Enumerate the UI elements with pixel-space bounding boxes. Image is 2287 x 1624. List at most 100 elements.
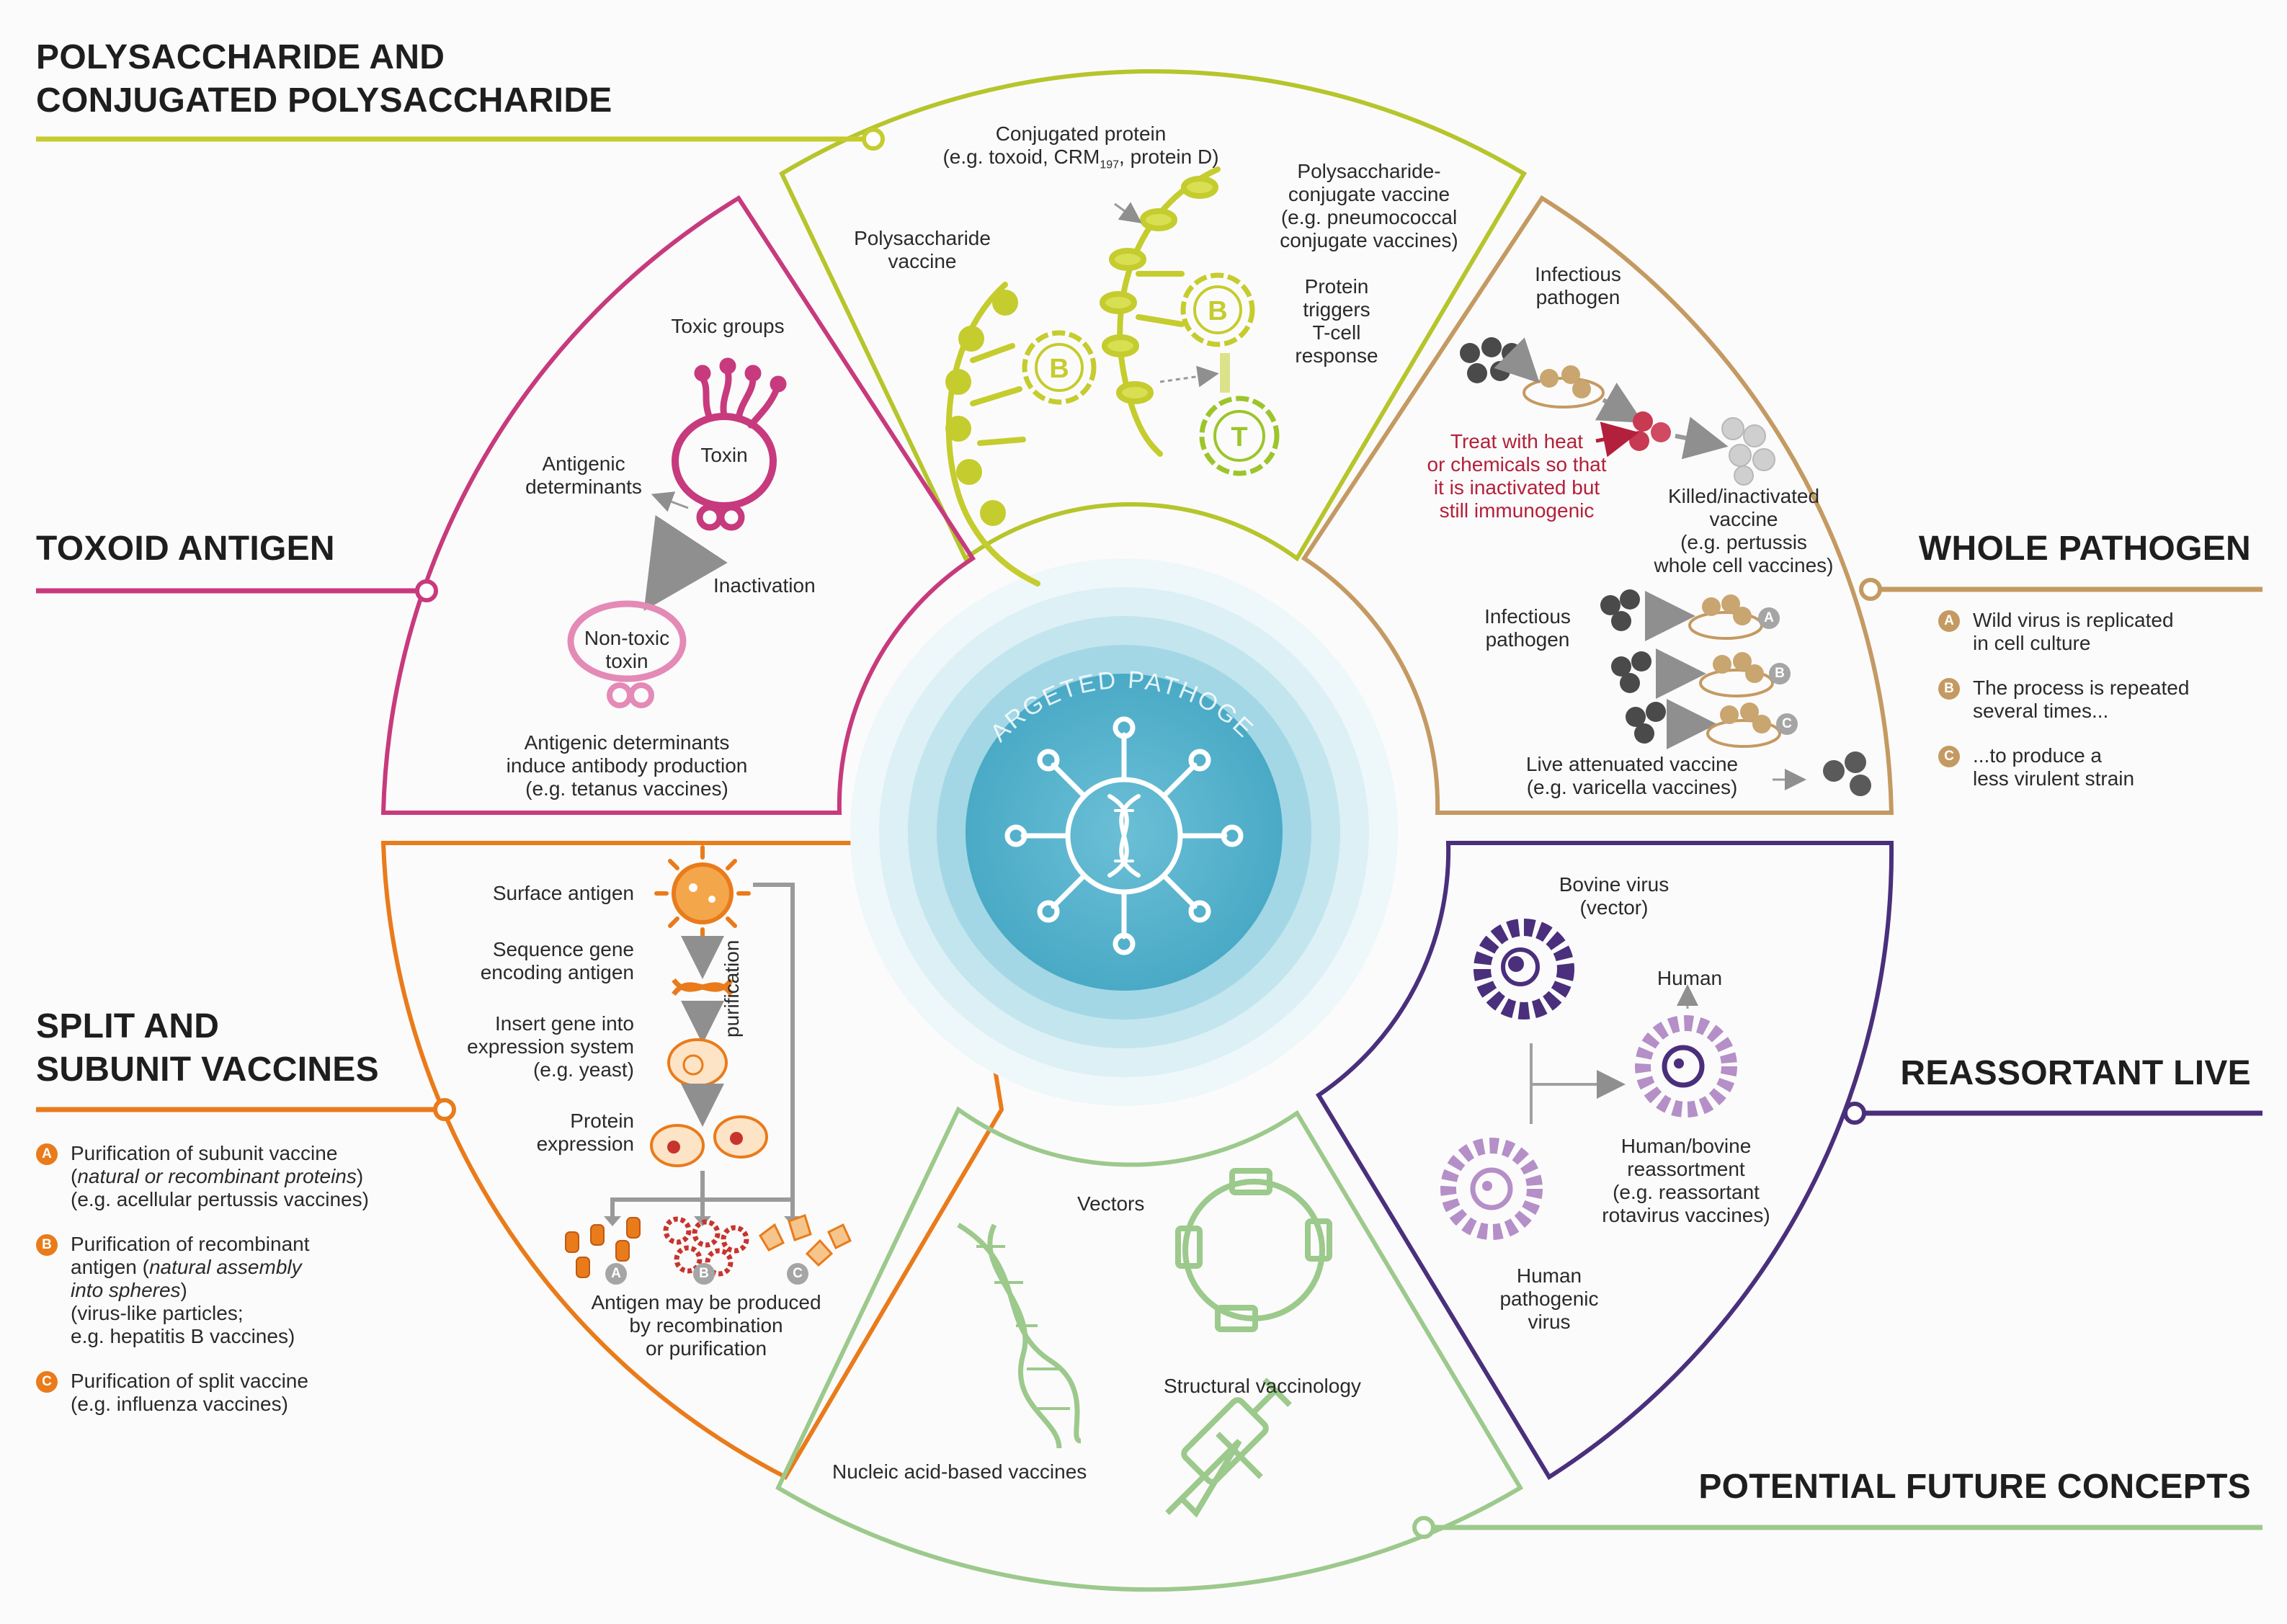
split-b-antigen: antigen ( [71,1256,149,1278]
insert-line3: (e.g. yeast) [532,1058,634,1081]
human-virus-icon [1440,1138,1543,1240]
syringe-icon [1165,1378,1292,1518]
bovine-virus-label: Bovine virus (vector) [1535,873,1693,919]
inactivation-label: Inactivation [713,574,816,597]
toxoid-desc-line1: Antigenic determinants [524,731,730,754]
attenuation-row-c [1626,699,1781,749]
split-list: A Purification of subunit vaccine (natur… [36,1142,440,1437]
infectious2-line1: Infectious [1484,605,1571,628]
non-toxic-toxin-icon [567,600,687,708]
split-c-line2: (e.g. influenza vaccines) [71,1393,288,1415]
antigenic-line2: determinants [525,476,642,498]
live-line2: (e.g. varicella vaccines) [1526,776,1738,798]
subunit-protein-icons [565,1217,641,1278]
whole-a-line2: in cell culture [1973,632,2091,654]
inactivation-arrow [643,514,728,612]
polysaccharide-node [862,128,885,151]
polysaccharide-vaccine-label: Polysaccharide vaccine [821,227,1023,273]
sequence-gene-label: Sequence gene encoding antigen [404,938,634,984]
conjugate-vaccine-label: Polysaccharide- conjugate vaccine (e.g. … [1254,160,1484,252]
toxoid-sector [380,195,976,815]
split-b-close: ) [180,1279,187,1301]
insert-gene-label: Insert gene into expression system (e.g.… [404,1012,634,1081]
split-b-line5: e.g. hepatitis B vaccines) [71,1325,295,1347]
toxoid-description: Antigenic determinants induce antibody p… [447,731,807,800]
vectors-label: Vectors [1077,1192,1145,1215]
killed-line1: Killed/inactivated [1667,485,1820,507]
reassortant-node [1843,1102,1866,1125]
reassortant-virus-icon [1635,1015,1737,1117]
split-list-item-c: C Purification of split vaccine (e.g. in… [36,1370,440,1416]
nucleic-acid-label: Nucleic acid-based vaccines [832,1460,1087,1483]
split-badge-b: B [36,1234,58,1256]
split-list-item-a: A Purification of subunit vaccine (natur… [36,1142,440,1211]
split-step-c-badge: C [787,1263,808,1285]
whole-arrow-1 [1494,337,1540,383]
protein-trigger-line1: Protein [1304,275,1369,298]
whole-b-line1: The process is repeated [1973,677,2190,699]
whole-pathogen-sector [1301,195,1894,815]
protein-trigger-line2: triggers [1303,298,1370,321]
reassortant-sector [1315,841,1894,1481]
antigen-produced-label: Antigen may be produced by recombination… [555,1291,857,1360]
conjugate-chain-icon [1100,166,1221,457]
b-cell-conjugate-icon: B [1180,272,1255,347]
treat-line1: Treat with heat [1450,430,1584,452]
whole-c-line2: less virulent strain [1973,767,2135,790]
reassort-arrows [1530,1043,1614,1124]
hb-line3: (e.g. reassortant [1613,1181,1760,1203]
treat-label: Treat with heat or chemicals so that it … [1398,430,1636,522]
antigenic-line1: Antigenic [542,452,625,475]
dna-icon [957,1223,1082,1449]
whole-badge-b: B [1938,678,1960,700]
vlp-sphere-icons [663,1216,749,1277]
antigenic-pointer [651,491,689,512]
virus-icon [1004,716,1244,955]
hp-line3: virus [1528,1311,1571,1333]
conjugated-protein-label: Conjugated protein (e.g. toxoid, CRM197,… [893,122,1268,177]
crm-subscript: 197 [1100,159,1120,171]
polysaccharide-sector [779,69,1528,562]
future-sector [775,1106,1524,1592]
conj-vaccine-line2: conjugate vaccine [1288,183,1450,205]
killed-pathogen-icon [1721,417,1775,486]
split-b-italic2: into spheres [71,1279,181,1301]
step-a-badge: A [1758,607,1780,629]
nontoxic-line1: Non-toxic [584,627,670,649]
conjugated-protein-line2: (e.g. toxoid, CRM197, protein D) [893,146,1268,177]
purification-paths [610,883,795,1218]
antigen-line2: by recombination [629,1314,783,1337]
treat-line4: still immunogenic [1439,499,1595,522]
future-heading: POTENTIAL FUTURE CONCEPTS [1698,1468,2251,1506]
whole-node [1859,578,1882,601]
whole-arrow-3 [1675,416,1729,460]
split-heading-line2: SUBUNIT VACCINES [36,1050,379,1089]
live-line1: Live attenuated vaccine [1525,753,1739,775]
split-heading-line1: SPLIT AND [36,1007,220,1045]
antigen-line1: Antigen may be produced [591,1291,821,1313]
split-a-line2: (natural or recombinant proteins) [71,1165,364,1187]
split-heading: SPLIT AND SUBUNIT VACCINES [36,1005,379,1092]
whole-badge-a: A [1938,610,1960,632]
protein-trigger-line3: T-cell [1312,321,1361,344]
infectious-pathogen-2-label: Infectious pathogen [1455,605,1600,651]
bovine-line1: Bovine virus [1559,873,1669,896]
whole-pathogen-heading: WHOLE PATHOGEN [1918,530,2251,568]
whole-a-line1: Wild virus is replicated [1973,609,2174,631]
split-badge-a: A [36,1143,58,1165]
split-b-line2: antigen (natural assembly [71,1256,440,1279]
split-a-line3: (e.g. acellular pertussis vaccines) [71,1188,369,1210]
insert-line2: expression system [467,1035,634,1058]
polysaccharide-heading-line1: POLYSACCHARIDE AND [36,38,445,76]
protein-expression-icon [650,1115,768,1167]
sequence-line2: encoding antigen [480,961,634,983]
killed-line4: whole cell vaccines) [1654,554,1834,576]
whole-arrow-2 [1595,383,1644,423]
human-bovine-label: Human/bovine reassortment (e.g. reassort… [1571,1135,1801,1227]
yeast-cell-icon [667,1038,728,1087]
svg-text:B: B [1049,354,1069,384]
conj-vaccine-line1: Polysaccharide- [1297,160,1441,182]
protein-expression-label: Protein expression [404,1110,634,1156]
